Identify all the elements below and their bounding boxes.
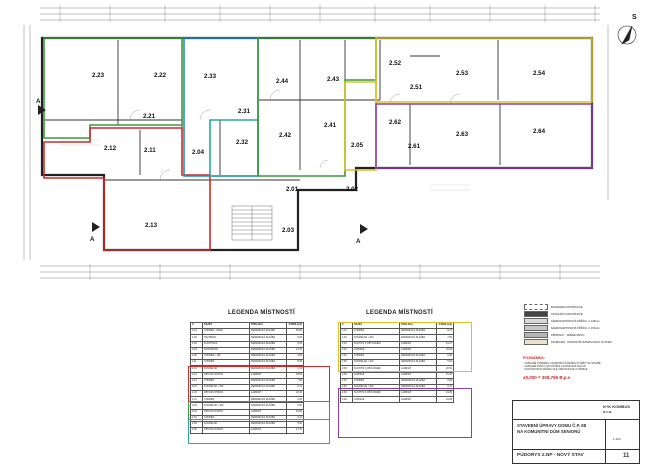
room-2-62: 2.62: [389, 119, 402, 126]
legend-group-green: [188, 401, 330, 420]
legend-group-teal: [188, 419, 330, 444]
existing-walls-hatch: [60, 139, 470, 191]
section-label-a2: A: [90, 236, 95, 243]
legend-right-title: LEGENDA MÍSTNOSTÍ: [366, 310, 433, 316]
company-name: K+K KOMBUS s.r.o.: [603, 404, 631, 414]
room-2-21: 2.21: [143, 113, 156, 120]
key-item: ZATEPLENÍ - KONTAKTNÍ ZATEPLOVACÍ SYSTÉM: [524, 339, 611, 345]
legend-group-purple: [338, 388, 472, 438]
room-2-33: 2.33: [204, 73, 217, 80]
key-label: STÁVAJÍCÍ KONSTRUKCE: [551, 312, 583, 316]
project-title-2: NA KOMUNITNÍ DŮM SENIORŮ: [517, 429, 581, 434]
room-2-51: 2.51: [410, 84, 423, 91]
title-block: K+K KOMBUS s.r.o. STAVEBNÍ ÚPRAVY DOMU Č…: [512, 400, 640, 464]
door-swings: [129, 89, 461, 181]
room-2-04: 2.04: [192, 149, 205, 156]
key-swatch: [524, 311, 548, 317]
room-2-64: 2.64: [533, 128, 546, 135]
room-area: 17.41: [286, 427, 304, 435]
staircase: [231, 205, 273, 241]
key-label: PŘÍZDIVKY - ZDĚNÉ ZDIVO: [551, 333, 585, 337]
room-2-03: 2.03: [282, 227, 295, 234]
drawing-title: PŮDORYS 2.NP - NOVÝ STAV: [517, 453, 584, 458]
dimension-lines: [23, 7, 609, 279]
elevation-note: ±0,000 = 309,765 B.p.v: [523, 375, 571, 380]
sheet-number: 11: [623, 453, 630, 459]
room-2-13: 2.13: [145, 222, 158, 229]
note-title: POZNÁMKA:: [523, 356, 545, 360]
key-label: ZATEPLENÍ - KONTAKTNÍ ZATEPLOVACÍ SYSTÉM: [551, 340, 612, 344]
key-swatch: [524, 318, 548, 324]
building-walls: [40, 36, 594, 252]
room-2-01: 2.01: [286, 186, 299, 193]
key-swatch: [524, 332, 548, 338]
legend-group-red: [188, 366, 330, 402]
key-swatch: [524, 339, 548, 345]
unit-green-outline: [43, 37, 183, 139]
room-2-53: 2.53: [456, 70, 469, 77]
note-line-3: - KONSTRUKCE PŘÍČEK DLE SPECIFIKACE VÝRO…: [523, 368, 588, 371]
key-swatch: [524, 304, 548, 310]
key-label: SÁDROKARTONOVÁ PŘÍČKA, tl. 125mm: [551, 319, 600, 323]
room-2-44: 2.44: [276, 78, 289, 85]
key-item: PŘÍZDIVKY - ZDĚNÉ ZDIVO: [524, 332, 584, 338]
section-markers: [38, 105, 368, 234]
room-2-22: 2.22: [154, 72, 167, 79]
note-line-2: - VEŠKERÉ PRVKY OPLÁŠTĚNÍ A ZATEPLENÍ DL…: [523, 365, 587, 368]
legend-left-title: LEGENDA MÍSTNOSTÍ: [228, 310, 295, 316]
room-2-31: 2.31: [238, 108, 251, 115]
north-label: S: [632, 14, 637, 21]
dimension-ticks: [59, 5, 596, 280]
scale-value: 1:100: [613, 437, 621, 441]
room-2-61: 2.61: [408, 143, 421, 150]
unit-green2-outline: [257, 37, 377, 177]
north-arrow-icon: [617, 25, 637, 45]
unit-purple-outline: [375, 103, 593, 169]
room-2-23: 2.23: [92, 72, 105, 79]
section-label-a3: A: [356, 238, 361, 245]
room-2-43: 2.43: [327, 76, 340, 83]
section-label-a1: A: [36, 98, 41, 105]
project-title: STAVEBNÍ ÚPRAVY DOMU Č.P. 88: [517, 423, 587, 428]
key-item: STÁVAJÍCÍ KONSTRUKCE: [524, 311, 583, 317]
key-swatch: [524, 325, 548, 331]
key-label: SÁDROKARTONOVÁ PŘÍČKA, tl. 150mm: [551, 326, 600, 330]
interior-walls: [44, 40, 592, 181]
room-2-11: 2.11: [144, 147, 156, 154]
room-2-32: 2.32: [236, 139, 249, 146]
room-2-42: 2.42: [279, 132, 292, 139]
room-2-05: 2.05: [351, 142, 364, 149]
key-item: BOURANÉ KONSTRUKCE: [524, 304, 583, 310]
unit-yellow2-outline: [344, 81, 377, 171]
title-block-divider: [513, 419, 639, 420]
room-2-12: 2.12: [104, 145, 117, 152]
unit-yellow-outline: [375, 37, 593, 103]
key-item: SÁDROKARTONOVÁ PŘÍČKA, tl. 125mm: [524, 318, 600, 324]
floor-plan: [23, 5, 637, 280]
room-2-54: 2.54: [533, 70, 546, 77]
room-area: 16.08: [436, 396, 454, 404]
note-line-1: - VEŠKERÉ ROZMĚRY A DISPOZIČNÍ ŘEŠENÍ OV…: [523, 362, 601, 365]
title-block-vdivider: [605, 419, 606, 463]
title-block-divider-2: [513, 449, 639, 450]
room-2-41: 2.41: [324, 122, 337, 129]
room-2-63: 2.63: [456, 131, 469, 138]
room-2-02: 2.02: [346, 186, 359, 193]
key-label: BOURANÉ KONSTRUKCE: [551, 305, 583, 309]
legend-group-yellow: [338, 322, 472, 372]
unit-teal-outline: [209, 119, 259, 177]
room-2-52: 2.52: [389, 60, 402, 67]
unit-red-outline: [43, 127, 211, 251]
unit-outlines: [43, 37, 593, 251]
key-item: SÁDROKARTONOVÁ PŘÍČKA, tl. 150mm: [524, 325, 600, 331]
